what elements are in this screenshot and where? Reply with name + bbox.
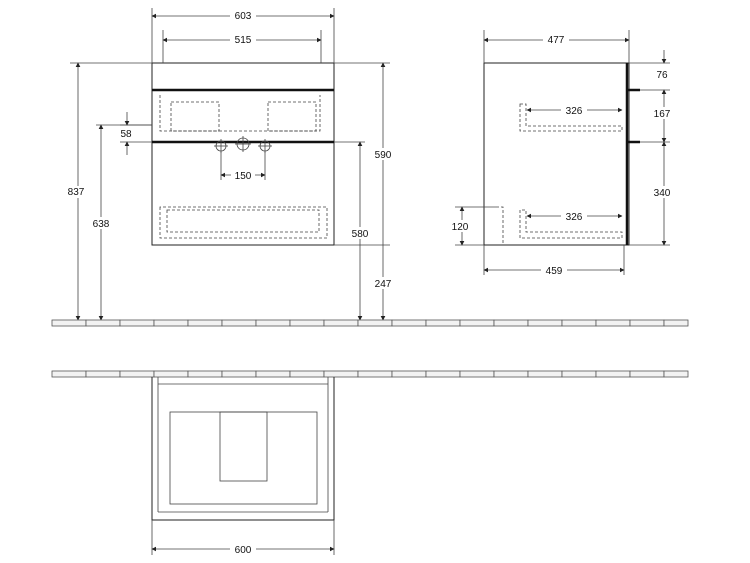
- dim-side-top: 76: [656, 70, 668, 81]
- dim-front-inner-width: 515: [235, 35, 252, 46]
- dim-side-lower-gap: 340: [654, 188, 671, 199]
- floor-strip-upper: [51, 319, 689, 327]
- front-lower-drawer-outline: [159, 206, 328, 239]
- plan-basin-recess: [169, 411, 318, 505]
- dim-side-drawer-depth-lower: 326: [566, 212, 583, 223]
- dim-front-tap-offset: 58: [120, 129, 132, 140]
- side-cabinet-body: [483, 62, 630, 246]
- dim-front-cabinet-height: 590: [375, 150, 392, 161]
- side-upper-drawer: [519, 103, 623, 132]
- front-lower-drawer-inner: [166, 209, 320, 233]
- dim-front-drawer-height: 580: [352, 229, 369, 240]
- side-lower-drawer: [519, 209, 623, 239]
- side-lower-drawer-back: [496, 206, 504, 245]
- front-upper-drawer-cutout-right: [267, 101, 317, 132]
- plan-siphon-cutout: [219, 411, 268, 482]
- dim-side-depth: 477: [548, 35, 565, 46]
- dim-front-tap-height: 638: [93, 219, 110, 230]
- plan-cabinet-outline: [151, 377, 335, 521]
- dim-side-drawer-depth-upper: 326: [566, 106, 583, 117]
- dim-side-upper-gap: 167: [654, 109, 671, 120]
- side-view: 477 76 167 340 326 326 120 459: [448, 30, 676, 277]
- dim-front-total-height: 837: [68, 187, 85, 198]
- dim-side-drawer-height: 120: [452, 222, 469, 233]
- front-upper-drawer-outline: [159, 95, 321, 132]
- front-view: 603 515 837 638 58 150 590: [62, 8, 396, 321]
- dim-side-inner-depth: 459: [546, 266, 563, 277]
- floor-strip-lower: [51, 370, 689, 378]
- dim-front-tap-spacing: 150: [235, 171, 252, 182]
- front-cabinet-body: [151, 62, 335, 246]
- plan-view: 600: [151, 377, 335, 556]
- dim-front-width: 603: [235, 11, 252, 22]
- front-upper-drawer-cutout-left: [170, 101, 220, 132]
- dim-plan-width: 600: [235, 545, 252, 556]
- dim-front-floor-gap: 247: [375, 279, 392, 290]
